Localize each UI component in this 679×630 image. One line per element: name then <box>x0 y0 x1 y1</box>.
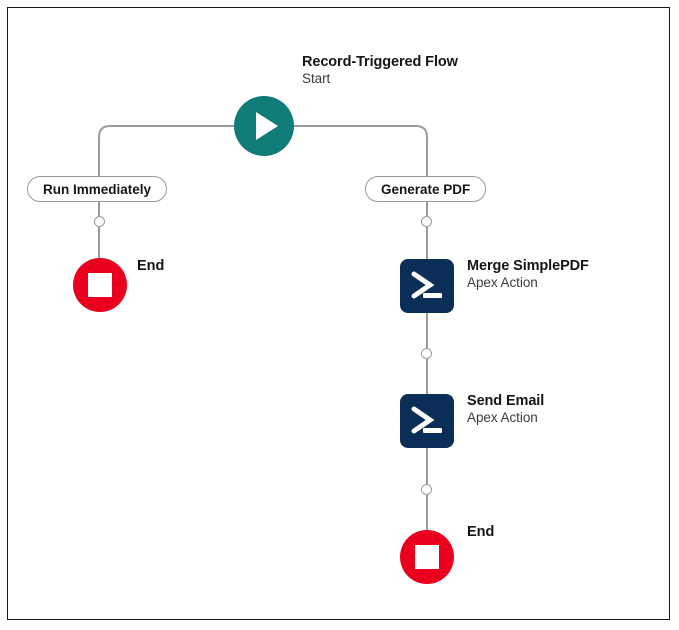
terminal-icon <box>411 406 442 434</box>
apex-action-node-merge-simplepdf[interactable] <box>400 259 454 313</box>
apex-action-merge-simplepdf-title: Merge SimplePDF <box>467 258 589 274</box>
apex-action-send-email-subtitle: Apex Action <box>467 410 538 426</box>
start-node[interactable] <box>234 96 294 156</box>
branch-label-run-immediately[interactable]: Run Immediately <box>27 176 168 202</box>
apex-action-merge-simplepdf-label: Merge SimplePDF Apex Action <box>467 258 589 291</box>
end-node-right-title: End <box>467 524 495 540</box>
end-node-right-label: End <box>467 524 494 541</box>
end-node-right[interactable] <box>400 530 454 584</box>
end-node-left[interactable] <box>73 258 127 312</box>
terminal-icon <box>411 271 442 299</box>
start-node-title: Record-Triggered Flow <box>302 54 458 70</box>
stop-icon <box>88 273 112 297</box>
end-node-left-title: End <box>137 258 165 274</box>
end-node-left-label: End <box>137 258 164 275</box>
branch-label-generate-pdf[interactable]: Generate PDF <box>365 176 487 202</box>
play-icon <box>256 112 278 140</box>
start-node-label: Record-Triggered Flow Start <box>302 54 458 87</box>
add-element-circle-icon[interactable] <box>421 348 432 359</box>
apex-action-send-email-title: Send Email <box>467 393 545 409</box>
start-node-subtitle: Start <box>302 71 331 87</box>
add-element-circle-icon[interactable] <box>94 216 105 227</box>
stop-icon <box>415 545 439 569</box>
add-element-circle-icon[interactable] <box>421 484 432 495</box>
apex-action-node-send-email[interactable] <box>400 394 454 448</box>
apex-action-merge-simplepdf-subtitle: Apex Action <box>467 275 538 291</box>
flow-canvas <box>7 7 670 620</box>
add-element-circle-icon[interactable] <box>421 216 432 227</box>
apex-action-send-email-label: Send Email Apex Action <box>467 393 544 426</box>
